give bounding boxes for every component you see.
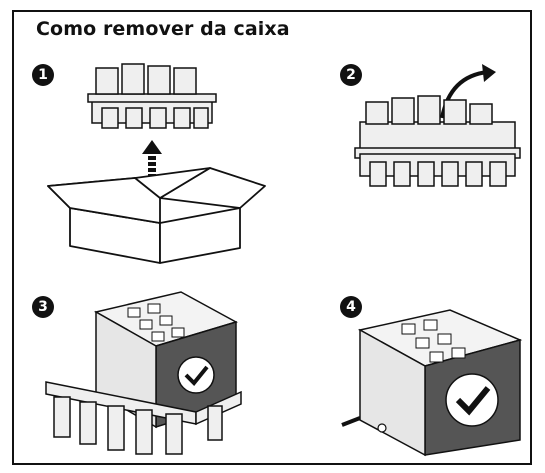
step-4-number: 4 [340, 296, 362, 318]
step-1-number: 1 [32, 64, 54, 86]
step-3-number: 3 [32, 296, 54, 318]
tray-icon [354, 95, 521, 187]
checkmark-logo-icon [455, 386, 491, 416]
step-2-number: 2 [340, 64, 362, 86]
tray-icon [45, 381, 242, 455]
step-1-illustration [40, 58, 270, 268]
tray-icon [87, 63, 217, 129]
box-icon [47, 63, 266, 264]
step-2-illustration [350, 62, 530, 202]
page-title: Como remover da caixa [36, 18, 290, 40]
step-3-illustration [36, 272, 256, 457]
device-icon [341, 309, 523, 457]
step-4-illustration [330, 290, 530, 460]
checkmark-logo-icon [184, 365, 209, 386]
